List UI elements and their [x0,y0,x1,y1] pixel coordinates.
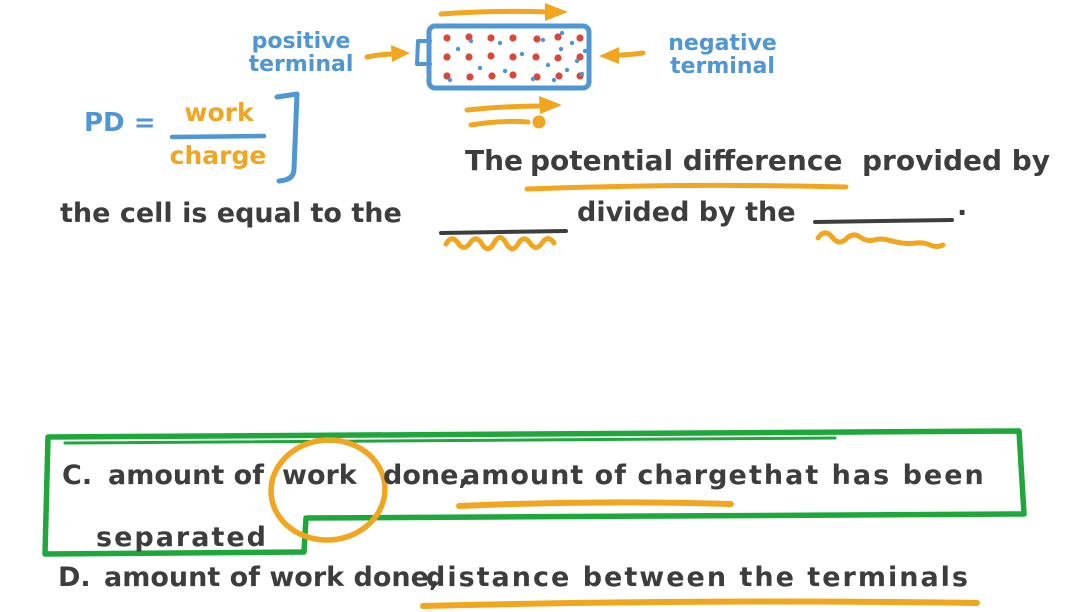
negative-terminal-label: negative terminal [650,32,795,78]
positive-terminal-label-line1: positive [251,29,351,54]
blank-2-line [813,218,954,224]
battery-cell [415,23,592,91]
option-d-underlined: distance between the terminals [426,562,970,593]
answer-c-charge-underline [456,499,734,509]
current-arrow-below-1 [464,96,562,114]
answer-c-box [42,428,1027,557]
negative-terminal-label-line2: terminal [670,54,775,80]
question-line1-underlined: potential difference [530,144,843,177]
fraction-bar [169,133,267,140]
option-d-part1: amount of work done, [104,562,440,593]
negative-charge-dots [447,30,588,83]
question-line1-end: provided by [862,144,1051,177]
option-c-line2: separated [96,522,269,553]
formula-numerator: work [184,98,254,127]
option-c-underlined: amount of charge [462,460,748,491]
formula-lhs: PD = [84,108,156,138]
question-line2-middle: divided by the [577,197,796,228]
positive-terminal-arrow-icon [364,45,410,62]
question-line2-start: the cell is equal to the [60,198,402,229]
positive-terminal-label: positive terminal [236,30,366,76]
blank-1-squiggle [443,235,557,252]
formula-denominator: charge [169,141,267,170]
option-c-circled-word: work [282,460,357,491]
negative-terminal-arrow-icon [599,47,646,64]
question-line1-start: The [465,144,524,177]
battery-terminal-nub [415,39,432,66]
blank-1-line [439,229,568,235]
option-c-part3: that has been [749,460,986,491]
option-d-label: D. [58,562,91,593]
option-c-part2: done, [383,460,469,491]
negative-terminal-label-line1: negative [668,31,777,56]
answer-d-distance-underline [420,598,980,609]
positive-terminal-label-line2: terminal [248,52,354,78]
battery-body [426,23,592,91]
potential-difference-underline [524,182,849,192]
positive-charge-dots [443,33,584,81]
current-arrow-below-2 [468,115,546,129]
work-circle [268,437,388,543]
question-line2-period: . [957,191,968,222]
option-c-label: C. [62,460,93,491]
current-arrow-top [438,3,568,21]
blank-2-squiggle [815,230,946,249]
answer-c-box-double-stroke [63,436,837,445]
option-c-part1: amount of [108,460,264,491]
formula-bracket [274,91,300,184]
